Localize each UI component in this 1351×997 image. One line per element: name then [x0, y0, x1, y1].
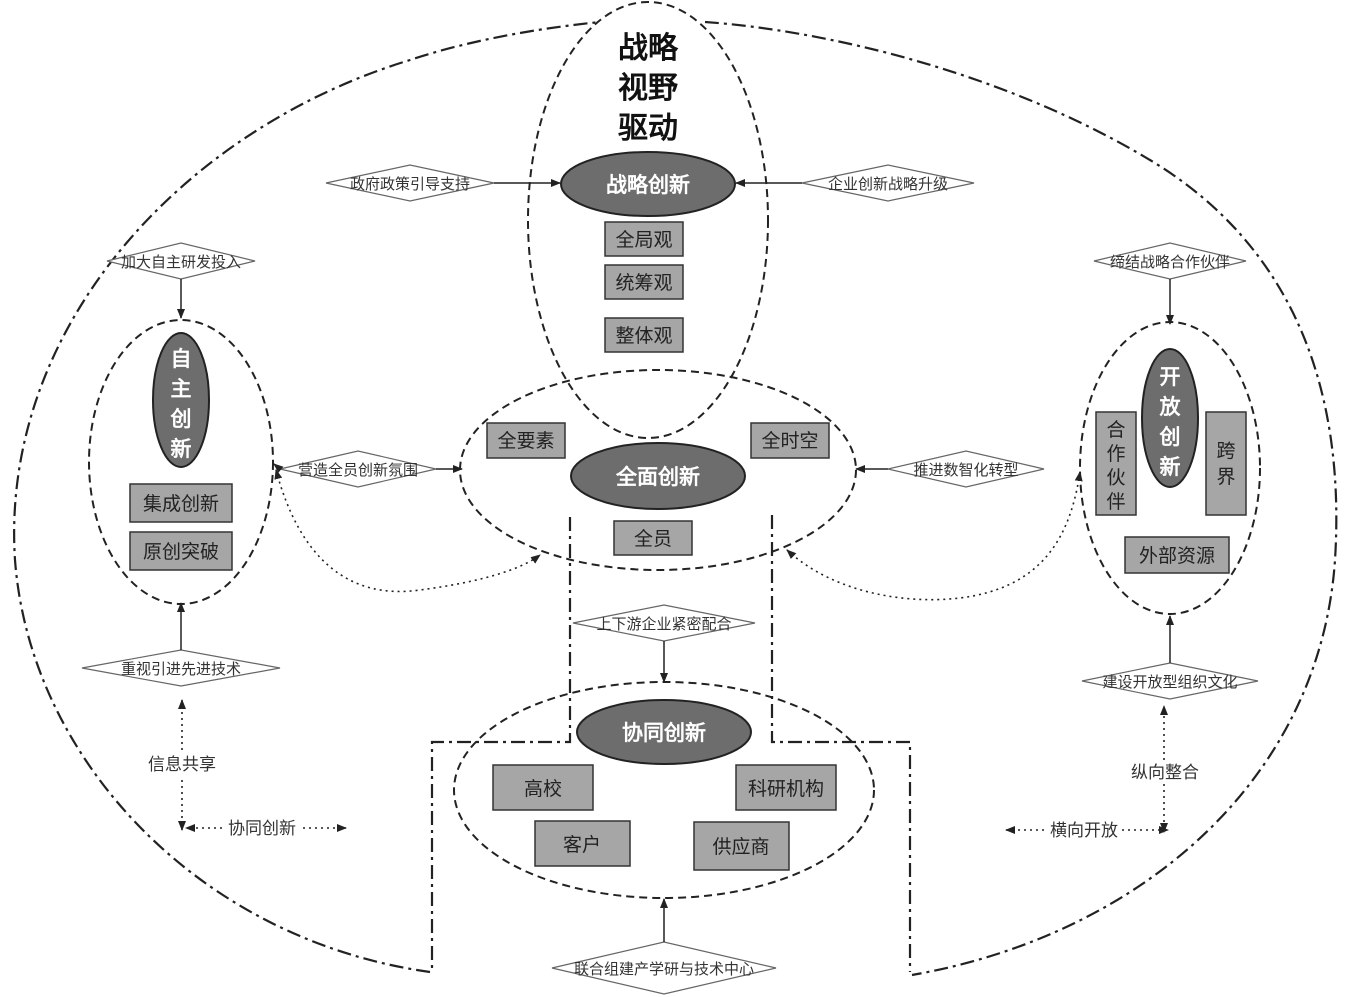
comprehensive-innovation-label: 全面创新 — [615, 465, 700, 489]
driver-joint-center-label: 联合组建产学研与技术中心 — [574, 960, 754, 978]
driver-gov-policy-label: 政府政策引导支持 — [350, 175, 470, 193]
label-horizontal-openness: 横向开放 — [1050, 821, 1118, 841]
box-all-staff — [613, 520, 693, 556]
box-partners-char-4: 伴 — [1106, 491, 1125, 513]
comprehensive-innovation-node — [570, 442, 746, 510]
independent-char-1: 自 — [171, 347, 192, 371]
box-suppliers — [693, 821, 790, 871]
box-external-resources — [1124, 536, 1230, 574]
driver-open-culture-label: 建设开放型组织文化 — [1102, 673, 1237, 691]
box-research-institutes — [735, 764, 837, 811]
box-coordination-view-label: 统筹观 — [615, 272, 672, 294]
box-universities-label: 高校 — [524, 778, 562, 800]
driver-advanced-tech — [81, 649, 281, 687]
box-partners-char-3: 伙 — [1106, 467, 1125, 489]
strategic-innovation-label: 战略创新 — [606, 173, 690, 197]
outer-boundary — [13, 20, 1338, 977]
dotted-link-independent-comprehensive — [274, 469, 541, 593]
channel-left — [430, 517, 572, 972]
box-global-view-label: 全局观 — [615, 229, 672, 251]
label-vertical-integration: 纵向整合 — [1131, 763, 1199, 783]
independent-char-2: 主 — [171, 377, 192, 401]
title-line-3: 驱动 — [618, 111, 678, 146]
driver-enterprise-strategy-label: 企业创新战略升级 — [828, 175, 948, 193]
collaborative-innovation-node — [576, 699, 752, 765]
driver-strategic-partners — [1093, 242, 1247, 280]
driver-supply-chain — [572, 604, 756, 642]
driver-innovation-atmosphere-label: 营造全员创新氛围 — [298, 461, 418, 479]
box-holistic-view-label: 整体观 — [615, 325, 672, 347]
open-char-4: 新 — [1160, 455, 1181, 479]
title-line-2: 视野 — [618, 71, 678, 106]
open-char-1: 开 — [1160, 365, 1181, 389]
independent-innovation-node — [152, 332, 210, 468]
open-char-3: 创 — [1159, 425, 1181, 449]
collaborative-innovation-label: 协同创新 — [622, 721, 706, 745]
box-cross-border-char-2: 界 — [1216, 466, 1235, 488]
box-customers — [534, 820, 631, 867]
box-all-spacetime-label: 全时空 — [761, 430, 818, 452]
channel-right — [770, 515, 912, 972]
box-original-breakthrough — [129, 531, 233, 571]
box-universities — [492, 764, 594, 811]
box-all-spacetime — [750, 422, 830, 459]
driver-rd-investment — [106, 242, 256, 280]
box-all-staff-label: 全员 — [634, 528, 672, 550]
independent-char-4: 新 — [171, 437, 192, 461]
box-partners-char-1: 合 — [1106, 419, 1125, 441]
driver-open-culture — [1081, 662, 1259, 700]
dotted-link-comprehensive-open — [786, 471, 1083, 601]
box-external-resources-label: 外部资源 — [1139, 545, 1215, 567]
open-innovation-node — [1141, 348, 1199, 488]
box-holistic-view — [604, 317, 684, 353]
open-char-2: 放 — [1159, 395, 1182, 419]
box-cross-border — [1205, 411, 1247, 516]
region-strategic — [527, 1, 769, 439]
driver-joint-center — [551, 941, 777, 995]
box-partners-char-2: 作 — [1106, 443, 1125, 465]
box-coordination-view — [604, 264, 684, 300]
box-research-institutes-label: 科研机构 — [748, 778, 824, 800]
box-all-elements-label: 全要素 — [497, 430, 554, 452]
box-suppliers-label: 供应商 — [712, 836, 769, 858]
label-info-share: 信息共享 — [148, 755, 216, 775]
driver-advanced-tech-label: 重视引进先进技术 — [121, 660, 241, 678]
driver-supply-chain-label: 上下游企业紧密配合 — [596, 615, 731, 633]
label-synergy: 协同创新 — [228, 819, 296, 839]
box-global-view — [604, 221, 684, 257]
independent-char-3: 创 — [170, 407, 192, 431]
box-integrated-innovation — [129, 483, 233, 523]
driver-strategic-partners-label: 缔结战略合作伙伴 — [1110, 253, 1230, 271]
box-cross-border-char-1: 跨 — [1216, 440, 1235, 462]
driver-rd-investment-label: 加大自主研发投入 — [121, 253, 241, 271]
box-original-breakthrough-label: 原创突破 — [143, 541, 219, 563]
box-integrated-innovation-label: 集成创新 — [143, 493, 219, 515]
box-all-elements — [486, 422, 566, 459]
driver-digital-transformation-label: 推进数智化转型 — [913, 461, 1018, 479]
arrow-atmosphere-to-independent — [273, 463, 284, 473]
box-customers-label: 客户 — [563, 834, 601, 856]
title-line-1: 战略 — [618, 31, 679, 66]
box-partners — [1095, 411, 1137, 516]
driver-enterprise-strategy — [801, 164, 975, 202]
